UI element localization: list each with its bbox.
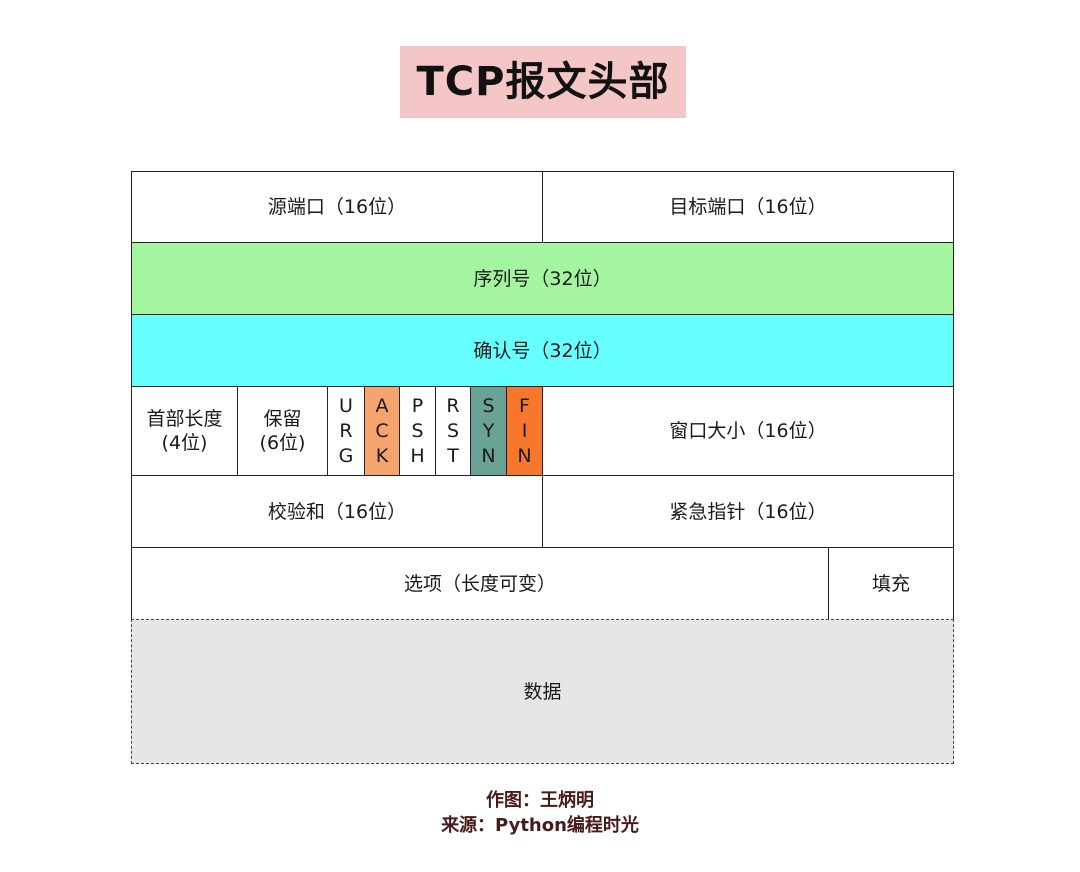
flag-letter: Y <box>482 419 495 442</box>
flag-urg: U R G <box>327 386 365 476</box>
tcp-header-diagram: 源端口（16位） 目标端口（16位） 序列号（32位） 确认号（32位） 首部长… <box>131 171 954 764</box>
ack-number-field: 确认号（32位） <box>131 314 954 387</box>
reserved-field: 保留 (6位) <box>237 386 328 476</box>
urgent-pointer-field: 紧急指针（16位） <box>542 475 954 548</box>
reserved-bits: (6位) <box>259 432 306 454</box>
author-credit: 作图：王炳明 <box>486 790 594 811</box>
flag-letter: N <box>517 444 532 467</box>
flag-rst: R S T <box>435 386 471 476</box>
flag-letter: K <box>375 444 389 467</box>
flag-fin: F I N <box>506 386 543 476</box>
flag-psh: P S H <box>399 386 436 476</box>
source-port-field: 源端口（16位） <box>131 171 543 243</box>
flag-letter: S <box>411 419 424 442</box>
flag-syn: S Y N <box>470 386 507 476</box>
header-length-field: 首部长度 (4位) <box>131 386 238 476</box>
header-length-bits: (4位) <box>161 432 208 454</box>
checksum-field: 校验和（16位） <box>131 475 543 548</box>
padding-field: 填充 <box>828 547 954 620</box>
source-credit: 来源：Python编程时光 <box>441 815 639 836</box>
flag-letter: F <box>519 394 530 417</box>
reserved-label: 保留 <box>263 408 302 430</box>
flag-letter: T <box>447 444 459 467</box>
flag-letter: P <box>411 394 424 417</box>
data-field: 数据 <box>131 619 954 764</box>
flag-letter: S <box>482 394 495 417</box>
flag-ack: A C K <box>364 386 400 476</box>
flag-letter: H <box>410 444 425 467</box>
flag-letter: I <box>521 419 528 442</box>
diagram-title: TCP报文头部 <box>400 46 686 118</box>
flag-letter: S <box>446 419 460 442</box>
dest-port-field: 目标端口（16位） <box>542 171 954 243</box>
header-length-label: 首部长度 <box>146 408 223 430</box>
flag-letter: C <box>375 419 389 442</box>
sequence-number-field: 序列号（32位） <box>131 242 954 315</box>
flag-letter: R <box>339 419 353 442</box>
window-size-field: 窗口大小（16位） <box>542 386 954 476</box>
flag-letter: R <box>446 394 460 417</box>
flag-letter: U <box>339 394 353 417</box>
flag-letter: G <box>338 444 354 467</box>
options-field: 选项（长度可变） <box>131 547 829 620</box>
flag-letter: A <box>375 394 389 417</box>
flag-letter: N <box>481 444 496 467</box>
